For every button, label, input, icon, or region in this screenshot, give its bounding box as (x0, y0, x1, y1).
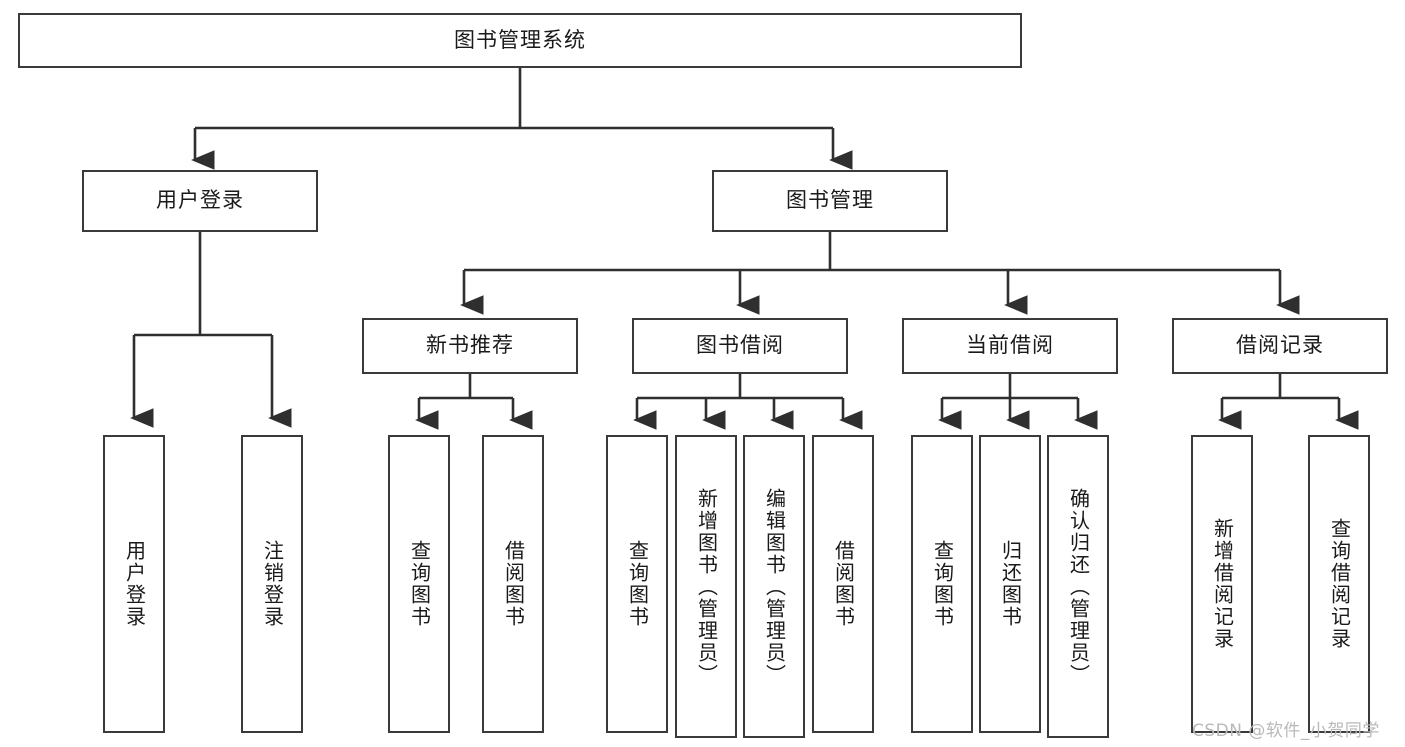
node-label: 注销登录 (260, 540, 285, 628)
node-label: 图书借阅 (696, 333, 784, 358)
node-label: 查询图书 (625, 540, 650, 628)
node-leaf-query-borrow-record[interactable]: 查询借阅记录 (1308, 435, 1370, 733)
watermark-text: CSDN @软件_小贺同学 (1192, 721, 1380, 741)
node-label: 查询图书 (407, 540, 432, 628)
node-leaf-confirm-return-admin[interactable]: 确认归还（管理员） (1047, 435, 1109, 738)
node-label: 归还图书 (998, 540, 1023, 628)
node-leaf-edit-book-admin[interactable]: 编辑图书（管理员） (743, 435, 805, 738)
node-borrow-record[interactable]: 借阅记录 (1172, 318, 1388, 374)
node-leaf-add-borrow-record[interactable]: 新增借阅记录 (1191, 435, 1253, 733)
node-leaf-logout[interactable]: 注销登录 (241, 435, 303, 733)
node-leaf-return-book[interactable]: 归还图书 (979, 435, 1041, 733)
node-label: 图书管理系统 (454, 27, 586, 52)
node-leaf-add-book-admin[interactable]: 新增图书（管理员） (675, 435, 737, 738)
node-user-login[interactable]: 用户登录 (82, 170, 318, 232)
node-label: 图书管理 (786, 188, 874, 213)
node-book-management[interactable]: 图书管理 (712, 170, 948, 232)
node-label: 当前借阅 (966, 333, 1054, 358)
node-label: 确认归还（管理员） (1066, 487, 1091, 686)
node-label: 查询图书 (930, 540, 955, 628)
node-new-book-recommend[interactable]: 新书推荐 (362, 318, 578, 374)
node-leaf-query-book-recommend[interactable]: 查询图书 (388, 435, 450, 733)
node-leaf-borrow-book-recommend[interactable]: 借阅图书 (482, 435, 544, 733)
node-label: 编辑图书（管理员） (762, 487, 787, 686)
node-root-book-management-system[interactable]: 图书管理系统 (18, 13, 1022, 68)
node-label: 借阅记录 (1236, 333, 1324, 358)
node-leaf-user-login[interactable]: 用户登录 (103, 435, 165, 733)
node-label: 查询借阅记录 (1327, 518, 1352, 650)
node-leaf-borrow-book[interactable]: 借阅图书 (812, 435, 874, 733)
node-book-borrow[interactable]: 图书借阅 (632, 318, 848, 374)
node-leaf-query-book-current[interactable]: 查询图书 (911, 435, 973, 733)
node-leaf-query-book-borrow[interactable]: 查询图书 (606, 435, 668, 733)
csdn-watermark: CSDN @软件_小贺同学 (1192, 716, 1380, 741)
node-current-borrow[interactable]: 当前借阅 (902, 318, 1118, 374)
node-label: 借阅图书 (831, 540, 856, 628)
node-label: 新书推荐 (426, 333, 514, 358)
node-label: 用户登录 (122, 540, 147, 628)
node-label: 借阅图书 (501, 540, 526, 628)
node-label: 新增图书（管理员） (694, 487, 719, 686)
node-label: 新增借阅记录 (1210, 518, 1235, 650)
node-label: 用户登录 (156, 188, 244, 213)
